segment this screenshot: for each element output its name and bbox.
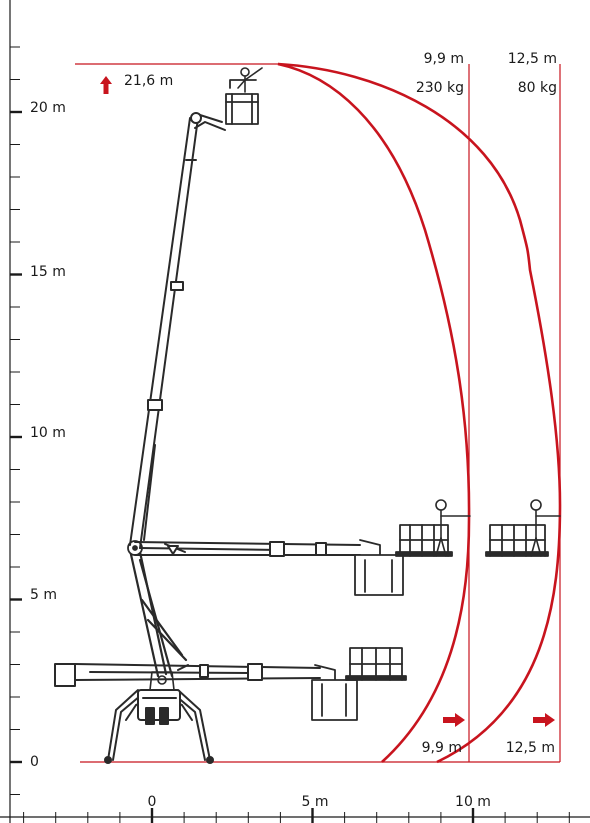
- y-axis-minor-ticks: [10, 46, 20, 795]
- operator-icon: [530, 499, 561, 557]
- arrow-right-icon: [533, 713, 555, 727]
- reach-label-230kg: 9,9 m: [424, 51, 464, 67]
- load-label-80kg: 80 kg: [518, 80, 557, 96]
- y-tick-label-0: 0: [30, 754, 39, 770]
- operator-icon: [435, 499, 471, 557]
- extended-basket: [485, 524, 549, 557]
- max-height-annotation: 21,6 m: [100, 73, 173, 94]
- y-axis-major-ticks: [10, 110, 22, 764]
- y-tick-label-5: 5 m: [30, 587, 57, 603]
- lower-basket: [311, 647, 407, 721]
- x-tick-label-5: 5 m: [302, 794, 329, 810]
- bottom-reach-annotation-230kg: 9,9 m: [422, 713, 465, 756]
- reach-label-80kg: 12,5 m: [508, 51, 557, 67]
- envelope-curve-230kg: [277, 62, 471, 763]
- arrow-up-icon: [100, 76, 112, 94]
- envelope-curve-80kg: [277, 62, 562, 764]
- lower-boom-horizontal: [54, 663, 321, 687]
- x-axis-ticks: [23, 808, 570, 823]
- y-axis: 0 5 m 10 m 15 m 20 m: [9, 0, 66, 823]
- bottom-reach-annotation-80kg: 12,5 m: [506, 713, 555, 756]
- outreach-230kg-labels: 9,9 m 230 kg: [416, 51, 464, 96]
- x-tick-label-10: 10 m: [455, 794, 491, 810]
- top-basket: [225, 79, 259, 125]
- max-height-label: 21,6 m: [124, 73, 173, 89]
- x-tick-label-0: 0: [148, 794, 157, 810]
- bottom-reach-label-80kg: 12,5 m: [506, 740, 555, 756]
- outrigger-base: [104, 689, 214, 764]
- y-tick-label-10: 10 m: [30, 425, 66, 441]
- operator-icon: [237, 67, 263, 93]
- lower-boom: [128, 548, 188, 678]
- y-tick-label-20: 20 m: [30, 100, 66, 116]
- middle-basket: [354, 524, 453, 596]
- jib-top: [189, 112, 226, 131]
- range-envelope: [75, 62, 562, 764]
- middle-boom-horizontal: [134, 541, 361, 557]
- aerial-platform-machine: [54, 67, 561, 764]
- outreach-80kg-labels: 12,5 m 80 kg: [508, 51, 557, 96]
- arrow-right-icon: [443, 713, 465, 727]
- y-tick-label-15: 15 m: [30, 264, 66, 280]
- bottom-reach-label-230kg: 9,9 m: [422, 740, 462, 756]
- turret: [149, 671, 175, 691]
- load-label-230kg: 230 kg: [416, 80, 464, 96]
- x-axis: 0 5 m 10 m: [0, 794, 590, 823]
- main-boom-vertical: [129, 117, 199, 549]
